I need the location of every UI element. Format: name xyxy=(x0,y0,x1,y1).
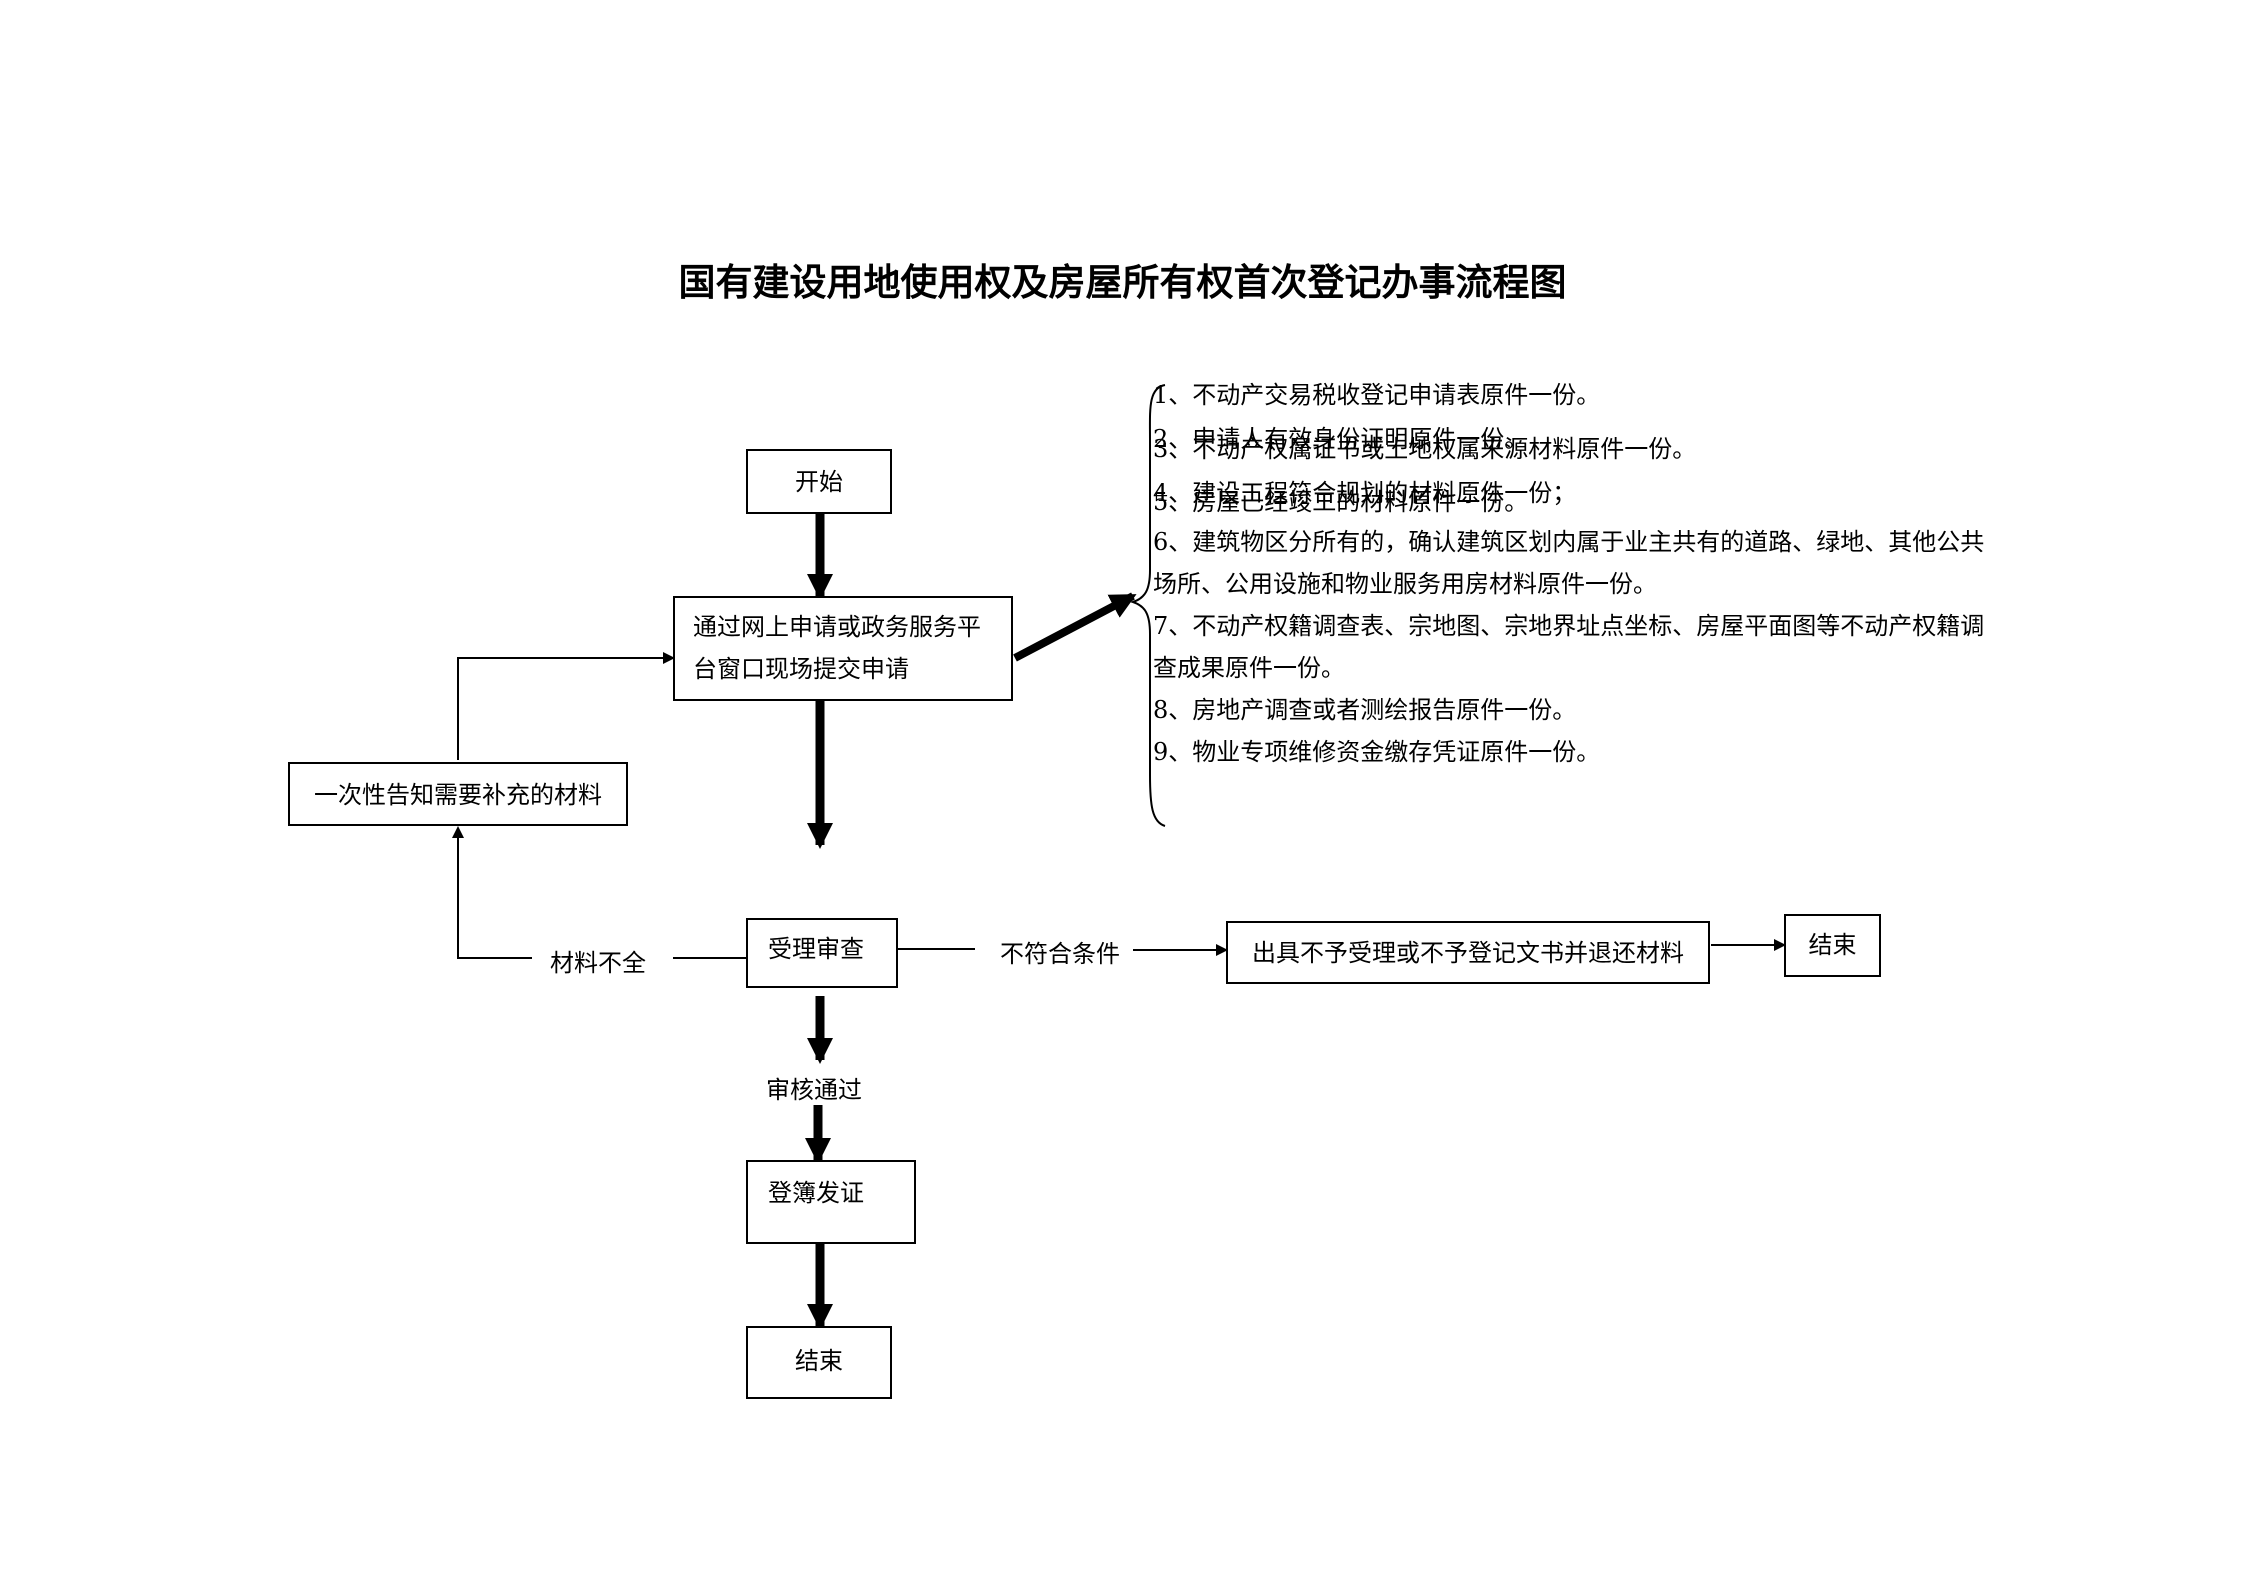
reject-label: 出具不予受理或不予登记文书并退还材料 xyxy=(1252,939,1684,967)
requirement-item: 9、物业专项维修资金缴存凭证原件一份。 xyxy=(1153,738,1601,766)
requirement-item: 4、建设工程符合规划的材料原件一份； xyxy=(1153,479,1577,507)
review-label: 受理审查 xyxy=(768,935,864,963)
line-review-to-supplement xyxy=(452,826,532,959)
not-qualified-label: 不符合条件 xyxy=(1000,934,1120,969)
requirement-item: 1、不动产交易税收登记申请表原件一份。 xyxy=(1153,381,1601,409)
start-label: 开始 xyxy=(795,468,843,496)
requirement-item: 场所、公用设施和物业服务用房材料原件一份。 xyxy=(1153,570,1657,598)
requirement-item: 查成果原件一份。 xyxy=(1153,654,1345,682)
end-node: 结束 xyxy=(746,1326,892,1399)
supplement-label: 一次性告知需要补充的材料 xyxy=(314,781,602,809)
supplement-node: 一次性告知需要补充的材料 xyxy=(288,762,628,826)
start-node: 开始 xyxy=(746,449,892,514)
page-title: 国有建设用地使用权及房屋所有权首次登记办事流程图 xyxy=(678,261,1567,304)
apply-node: 通过网上申请或政务服务平台窗口现场提交申请 xyxy=(673,596,1013,701)
requirement-item: 7、不动产权籍调查表、宗地图、宗地界址点坐标、房屋平面图等不动产权籍调 xyxy=(1153,612,1985,640)
arrow-supplement-to-apply xyxy=(457,652,675,760)
requirement-item: 2、申请人有效身份证明原件一份。 xyxy=(1153,425,1529,453)
arrow-apply-to-requirements xyxy=(1013,592,1137,662)
requirement-item: 3、不动产权属证书或土地权属来源材料原件一份。 xyxy=(1153,435,1697,463)
requirement-item: 8、房地产调查或者测绘报告原件一份。 xyxy=(1153,696,1577,724)
review-node: 受理审查 xyxy=(746,918,898,988)
end-reject-node: 结束 xyxy=(1784,914,1881,977)
register-label: 登簿发证 xyxy=(768,1179,864,1207)
requirements-brace xyxy=(1129,384,1166,827)
end-reject-label: 结束 xyxy=(1808,931,1857,959)
approved-label: 审核通过 xyxy=(766,1070,862,1105)
requirement-item: 6、建筑物区分所有的，确认建筑区划内属于业主共有的道路、绿地、其他公共 xyxy=(1153,528,1985,556)
register-node: 登簿发证 xyxy=(746,1160,916,1244)
end-label: 结束 xyxy=(795,1347,843,1375)
reject-node: 出具不予受理或不予登记文书并退还材料 xyxy=(1226,921,1710,984)
apply-label: 通过网上申请或政务服务平台窗口现场提交申请 xyxy=(693,613,981,683)
incomplete-label: 材料不全 xyxy=(550,943,646,978)
requirement-item: 5、房屋已经竣工的材料原件一份。 xyxy=(1153,488,1529,516)
